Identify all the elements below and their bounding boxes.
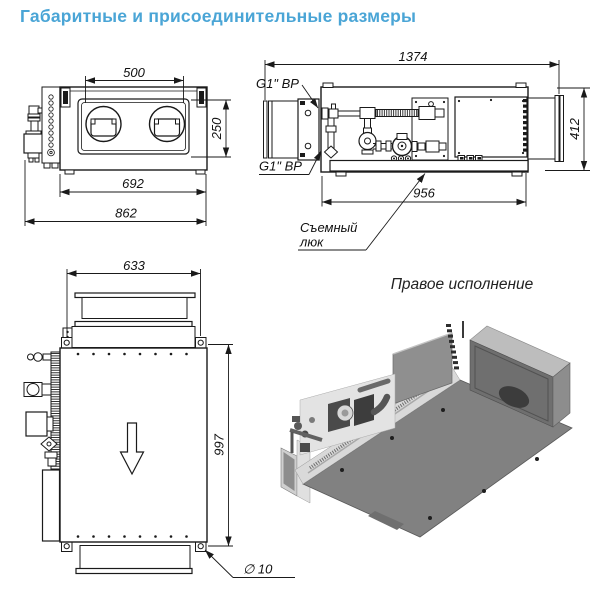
front-mount-tab-right: [196, 87, 207, 108]
top-view: 633 997 ∅ 10: [23, 258, 295, 578]
side-dim-1374: 1374: [264, 49, 560, 100]
front-dim-500: 500: [85, 65, 184, 103]
svg-text:G1" ВР: G1" ВР: [256, 76, 299, 91]
side-view: 1374 412 956 G1" ВР G1" ВР: [256, 49, 590, 251]
svg-text:люк: люк: [299, 235, 324, 250]
front-foot-left: [64, 169, 75, 175]
svg-text:Съемный: Съемный: [300, 220, 357, 235]
side-mixing-unit: [321, 97, 449, 162]
front-dim-692: 692: [59, 174, 207, 226]
top-corner-brackets: [61, 337, 207, 552]
svg-text:250: 250: [209, 117, 224, 140]
iso-piping-cluster: [289, 373, 396, 456]
side-terminal-column: [523, 99, 528, 152]
iso-terminal-strip: [446, 321, 464, 370]
svg-text:633: 633: [123, 258, 145, 273]
label-removable-hatch: Съемный люк: [298, 173, 426, 251]
side-dim-956: 956: [321, 173, 527, 207]
svg-text:∅ 10: ∅ 10: [243, 562, 273, 577]
svg-text:500: 500: [123, 65, 145, 80]
side-right-duct: [527, 95, 564, 162]
svg-text:1374: 1374: [399, 49, 428, 64]
label-thread-bottom: G1" ВР: [259, 150, 322, 175]
svg-text:997: 997: [212, 433, 227, 455]
label-thread-top: G1" ВР: [256, 76, 319, 109]
svg-text:412: 412: [567, 117, 582, 139]
side-dim-412: 412: [545, 87, 590, 171]
front-spigot-left: [85, 105, 122, 143]
front-foot-right: [195, 169, 206, 175]
top-screws: [76, 352, 188, 538]
front-spigot-right: [148, 105, 186, 143]
iso-view: Правое исполнение: [280, 276, 573, 538]
top-duct-collar: [62, 292, 196, 348]
front-dim-862: 862: [24, 160, 206, 226]
svg-text:692: 692: [122, 176, 144, 191]
label-hole-diameter: ∅ 10: [204, 549, 295, 578]
airflow-arrow: [119, 422, 145, 476]
svg-text:G1" ВР: G1" ВР: [259, 159, 302, 174]
front-mount-tab-left: [60, 87, 71, 108]
svg-text:956: 956: [413, 186, 435, 201]
svg-text:862: 862: [115, 206, 137, 221]
side-left-duct: [263, 98, 320, 161]
top-duct-bottom: [75, 545, 193, 575]
front-connector-strip: [41, 86, 61, 169]
top-left-fittings: [23, 351, 61, 542]
iso-right-duct: [469, 325, 571, 428]
side-electrical-panel: [454, 96, 528, 161]
top-dim-997: 997: [208, 344, 233, 547]
iso-caption: Правое исполнение: [391, 276, 534, 293]
page-title: Габаритные и присоединительные размеры: [20, 6, 417, 26]
top-dim-633: 633: [66, 258, 201, 336]
front-view: 500 250 692 862: [23, 65, 231, 226]
iso-bottom-screws: [340, 408, 539, 520]
front-dim-250: 250: [191, 99, 231, 158]
side-removable-hatch: [329, 159, 529, 172]
